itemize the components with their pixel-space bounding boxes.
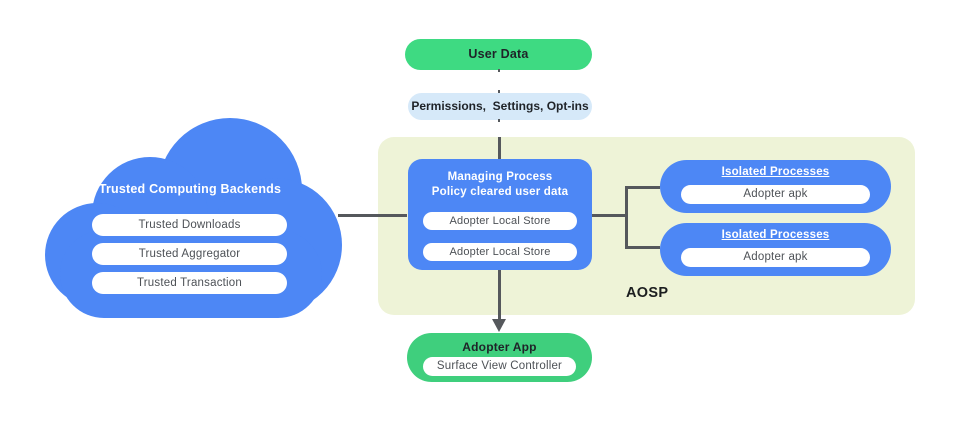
isolated-processes-title: Isolated Processes xyxy=(721,166,830,178)
cloud-title: Trusted Computing Backends xyxy=(98,182,282,196)
isolated-process-node-2: Isolated Processes Adopter apk xyxy=(660,223,891,276)
connector-stub-permissions-bottom xyxy=(498,119,500,122)
connector-stub-userdata-bottom xyxy=(498,69,500,72)
managing-process-title-line2: Policy cleared user data xyxy=(431,186,569,198)
adopter-local-store-pill: Adopter Local Store xyxy=(423,243,577,261)
permissions-settings-optins-node: Permissions, Settings, Opt-ins xyxy=(408,93,592,120)
connector-branch-to-isolated-1 xyxy=(628,186,660,189)
connector-managing-to-branch xyxy=(592,214,627,217)
connector-permissions-to-managing xyxy=(498,137,501,160)
connector-managing-to-adopter xyxy=(498,270,501,319)
connector-stub-permissions-top xyxy=(498,90,500,93)
trusted-aggregator-pill: Trusted Aggregator xyxy=(92,243,287,265)
arrow-down-icon xyxy=(492,319,506,332)
adopter-local-store-pill: Adopter Local Store xyxy=(423,212,577,230)
trusted-downloads-pill: Trusted Downloads xyxy=(92,214,287,236)
aosp-label: AOSP xyxy=(626,285,669,301)
surface-view-controller-pill: Surface View Controller xyxy=(423,357,576,376)
isolated-process-node-1: Isolated Processes Adopter apk xyxy=(660,160,891,213)
user-data-node: User Data xyxy=(405,39,592,70)
connector-branch-vertical xyxy=(625,186,628,249)
managing-process-node: Managing Process Policy cleared user dat… xyxy=(408,159,592,270)
adopter-app-title: Adopter App xyxy=(462,340,537,354)
trusted-transaction-pill: Trusted Transaction xyxy=(92,272,287,294)
connector-cloud-to-managing xyxy=(338,214,407,217)
managing-process-title-line1: Managing Process xyxy=(447,171,553,183)
managing-process-title: Managing Process Policy cleared user dat… xyxy=(408,170,592,200)
isolated-processes-title: Isolated Processes xyxy=(721,229,830,241)
adopter-app-node: Adopter App Surface View Controller xyxy=(407,333,592,382)
adopter-apk-pill: Adopter apk xyxy=(681,185,870,204)
adopter-apk-pill: Adopter apk xyxy=(681,248,870,267)
connector-branch-to-isolated-2 xyxy=(628,246,660,249)
